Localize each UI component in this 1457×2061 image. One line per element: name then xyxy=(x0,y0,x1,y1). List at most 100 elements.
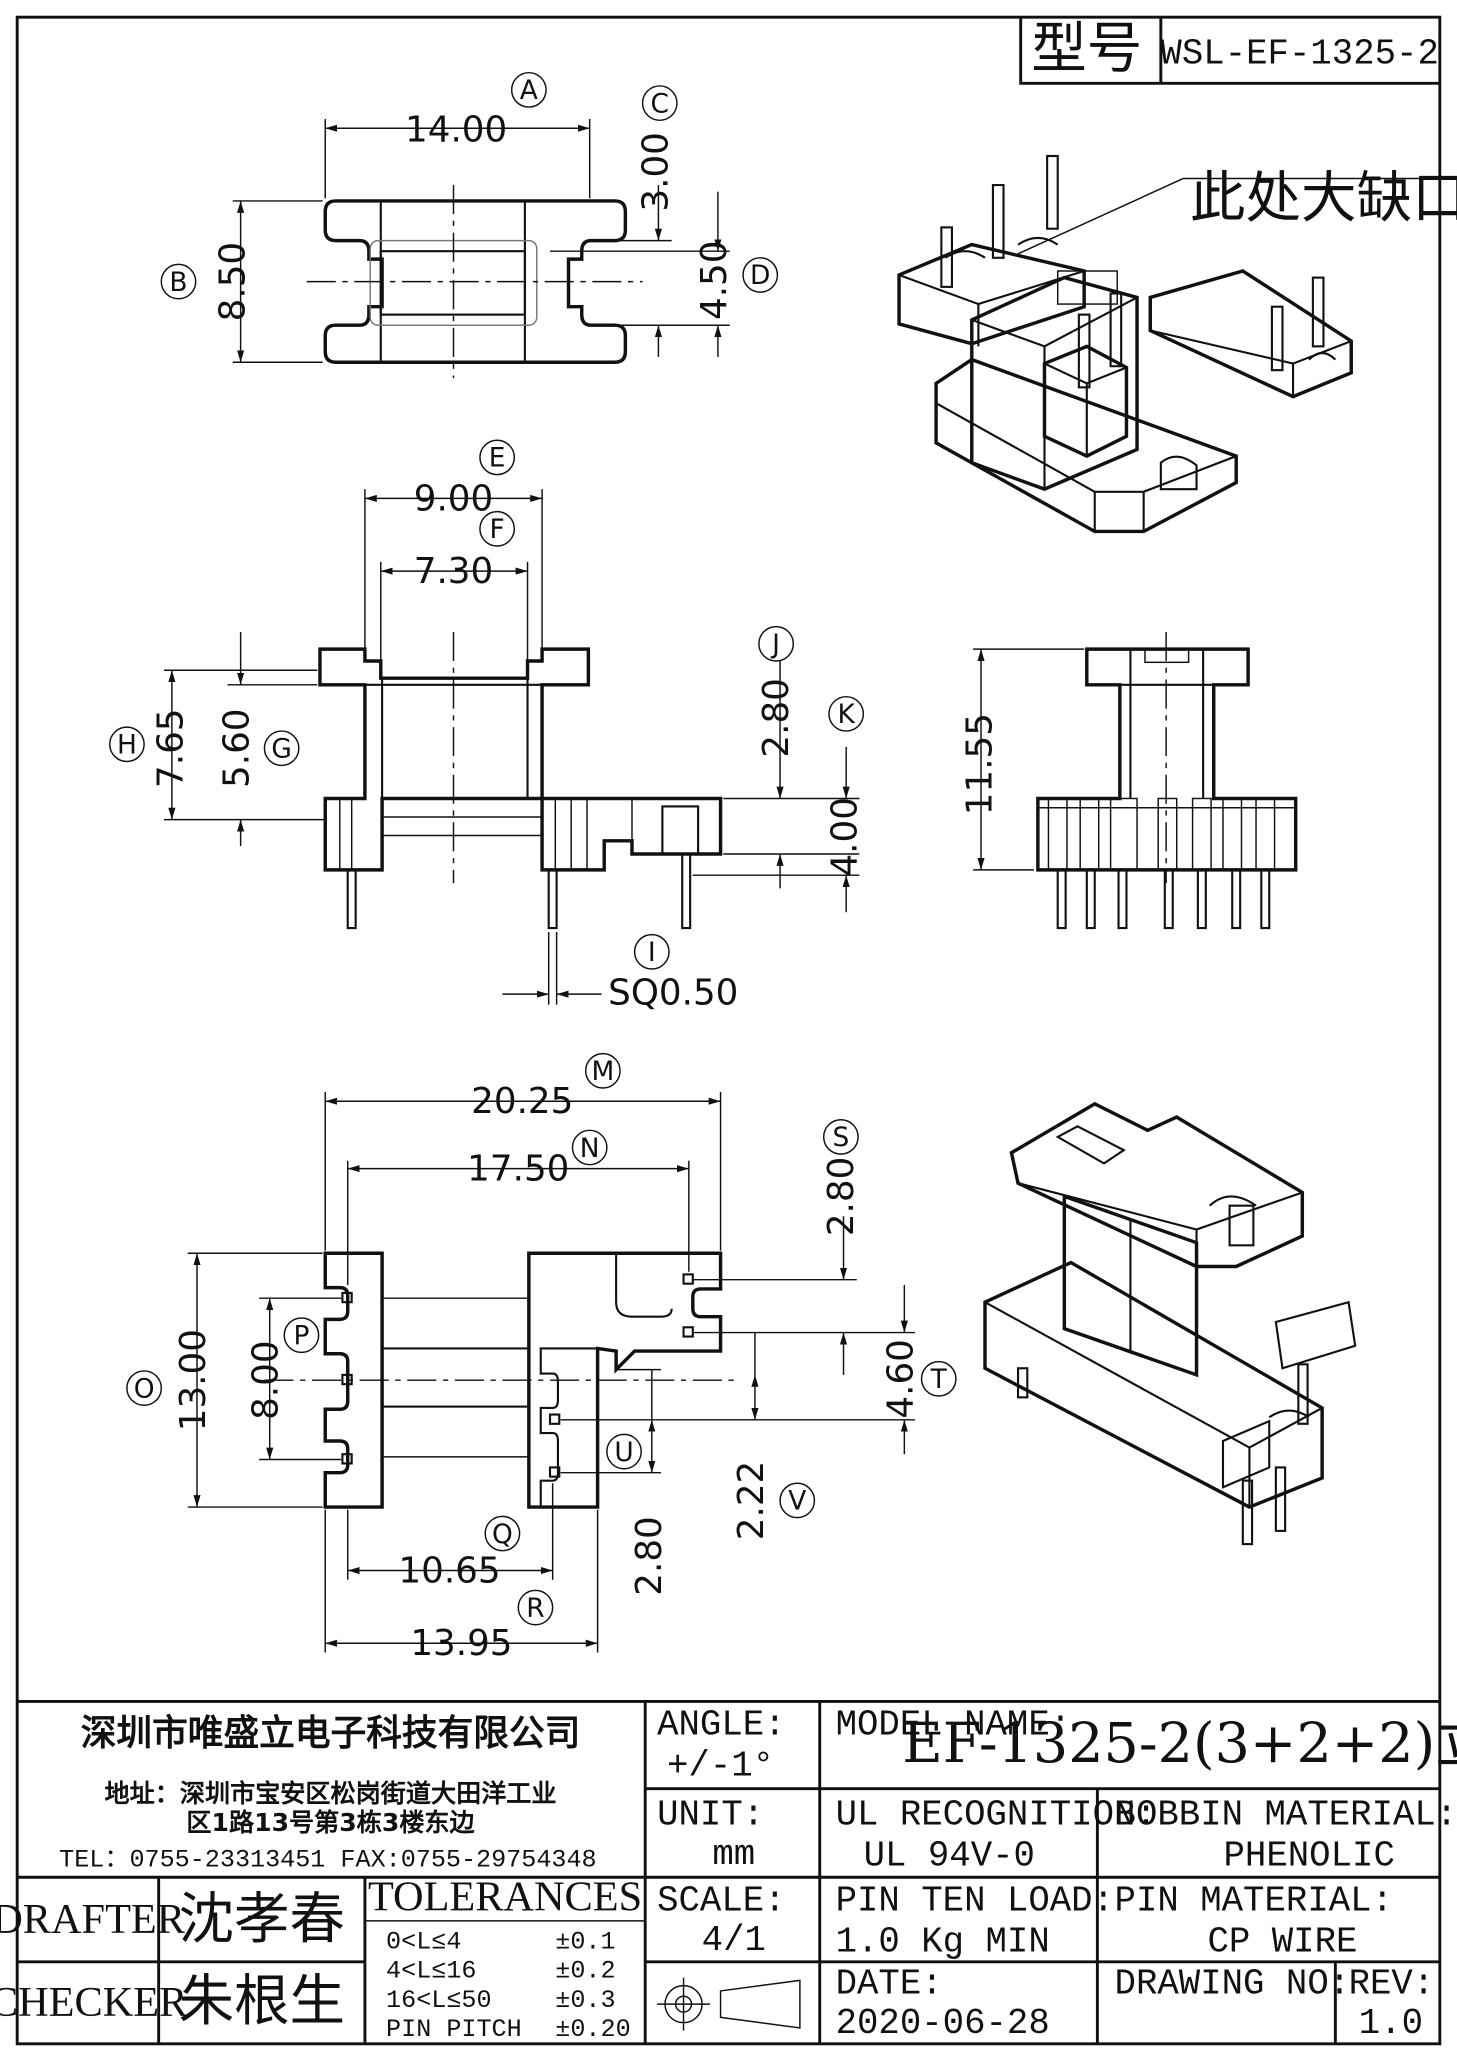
unit-label: UNIT: xyxy=(657,1794,764,1835)
company-address-1: 地址：深圳市宝安区松岗街道大田洋工业 xyxy=(105,1779,557,1808)
dim-c: 3.00 xyxy=(636,132,677,211)
svg-text:M: M xyxy=(591,1056,614,1087)
scale-value: 4/1 xyxy=(702,1920,766,1961)
dim-p: 8.00 xyxy=(246,1340,287,1419)
top-view: 14.00 8.50 3.00 4.50 xyxy=(213,109,735,379)
projection-symbol xyxy=(657,1977,801,2031)
svg-text:R: R xyxy=(526,1593,544,1624)
tolerance-value-1: ±0.1 xyxy=(555,1928,615,1957)
isometric-view-bottom xyxy=(983,1101,1357,1546)
svg-text:E: E xyxy=(489,443,506,474)
label-j: J xyxy=(758,625,795,662)
dim-d: 4.50 xyxy=(694,241,735,320)
dim-a: 14.00 xyxy=(405,109,507,150)
title-block: 深圳市唯盛立电子科技有限公司 地址：深圳市宝安区松岗街道大田洋工业 区1路13号… xyxy=(0,1699,1457,2044)
company-name: 深圳市唯盛立电子科技有限公司 xyxy=(81,1713,581,1754)
label-d: D xyxy=(742,257,779,293)
model-label: 型号 xyxy=(1031,16,1142,81)
bobbin-material-value: PHENOLIC xyxy=(1224,1835,1395,1876)
checker-label: CHECKER xyxy=(0,1979,188,2026)
ul-label: UL RECOGNITION: xyxy=(836,1794,1157,1835)
svg-text:P: P xyxy=(293,1320,309,1351)
svg-text:K: K xyxy=(837,699,855,730)
dim-i: SQ0.50 xyxy=(608,973,738,1014)
dim-s: 2.80 xyxy=(821,1157,862,1236)
company-address-2: 区1路13号第3栋3楼东边 xyxy=(186,1808,475,1837)
label-a: A xyxy=(510,71,547,108)
dim-o: 13.00 xyxy=(173,1329,214,1431)
tolerance-range-1: 0<L≤4 xyxy=(386,1928,461,1957)
svg-text:D: D xyxy=(750,260,770,291)
label-f: F xyxy=(479,510,516,547)
svg-text:J: J xyxy=(770,629,780,660)
label-m: M xyxy=(584,1052,621,1089)
checker-name: 朱根生 xyxy=(179,1969,346,2034)
svg-text:N: N xyxy=(580,1133,600,1164)
dim-n: 17.50 xyxy=(467,1149,569,1190)
tolerance-value-4: ±0.20 xyxy=(555,2015,630,2044)
model-number: WSL-EF-1325-2 xyxy=(1160,33,1438,74)
model-header-box: 型号 WSL-EF-1325-2 xyxy=(1019,16,1440,85)
drafter-label: DRAFTER xyxy=(0,1896,186,1943)
svg-text:T: T xyxy=(930,1364,948,1395)
tolerance-value-2: ±0.2 xyxy=(555,1957,615,1986)
scale-label: SCALE: xyxy=(657,1880,786,1921)
label-i: I xyxy=(633,933,670,970)
date-value: 2020-06-28 xyxy=(836,2003,1050,2044)
tolerance-range-2: 4<L≤16 xyxy=(386,1957,476,1986)
label-g: G xyxy=(263,730,300,767)
dim-b: 8.50 xyxy=(213,242,254,321)
dim-f: 7.30 xyxy=(414,551,493,592)
svg-text:F: F xyxy=(490,514,505,545)
company-tel-fax: TEL：0755-23313451 FAX:0755-29754348 xyxy=(59,1846,596,1875)
label-p: P xyxy=(283,1317,320,1354)
dim-e: 9.00 xyxy=(414,478,493,519)
date-label: DATE: xyxy=(836,1964,943,2005)
angle-label: ANGLE: xyxy=(657,1704,786,1745)
svg-text:S: S xyxy=(832,1122,849,1153)
svg-text:V: V xyxy=(788,1486,806,1517)
svg-text:Q: Q xyxy=(492,1519,513,1550)
label-b: B xyxy=(160,263,197,300)
dim-v: 2.22 xyxy=(731,1461,772,1540)
reference-circles: A B C D E F G H J K I M N S O P T U V Q … xyxy=(109,71,957,1626)
pin-ten-load-label: PIN TEN LOAD: xyxy=(836,1880,1114,1921)
svg-text:B: B xyxy=(169,267,187,298)
dim-r: 13.95 xyxy=(410,1623,512,1664)
dim-h: 7.65 xyxy=(150,709,191,788)
svg-text:I: I xyxy=(648,937,656,968)
label-t: T xyxy=(920,1360,957,1397)
svg-text:U: U xyxy=(614,1437,633,1468)
label-c: C xyxy=(641,85,678,122)
rev-label: REV: xyxy=(1349,1964,1435,2005)
label-k: K xyxy=(828,695,865,732)
side-view: 11.55 xyxy=(960,631,1298,930)
front-view: 9.00 7.30 7.65 5.60 2.80 4.00 SQ0.50 xyxy=(150,478,865,1013)
pin-material-value: CP WIRE xyxy=(1208,1921,1358,1962)
unit-value: mm xyxy=(712,1834,755,1875)
bobbin-material-label: BOBBIN MATERIAL: xyxy=(1115,1794,1457,1835)
svg-text:H: H xyxy=(117,730,137,761)
dim-j: 2.80 xyxy=(756,678,797,757)
pin-material-label: PIN MATERIAL: xyxy=(1115,1880,1393,1921)
label-s: S xyxy=(822,1119,859,1155)
tolerance-value-3: ±0.3 xyxy=(555,1986,615,2015)
isometric-view-top: 此处大缺口 xyxy=(897,154,1457,534)
dim-g: 5.60 xyxy=(217,709,258,788)
svg-text:G: G xyxy=(271,734,292,765)
svg-text:A: A xyxy=(520,75,538,106)
tolerance-range-4: PIN PITCH xyxy=(386,2015,522,2044)
label-u: U xyxy=(606,1433,642,1470)
model-name-label: MODEL NAME: xyxy=(836,1704,1072,1745)
page-frame xyxy=(15,15,1442,2046)
label-r: R xyxy=(517,1589,554,1626)
ul-value: UL 94V-0 xyxy=(864,1835,1035,1876)
rev-value: 1.0 xyxy=(1359,2003,1423,2044)
label-e: E xyxy=(479,439,516,476)
label-n: N xyxy=(571,1129,608,1166)
angle-value: +/-1° xyxy=(667,1745,774,1786)
dim-u: 2.80 xyxy=(629,1516,670,1595)
dim-k: 4.00 xyxy=(825,797,866,876)
tolerances-label: TOLERANCES xyxy=(368,1873,642,1920)
